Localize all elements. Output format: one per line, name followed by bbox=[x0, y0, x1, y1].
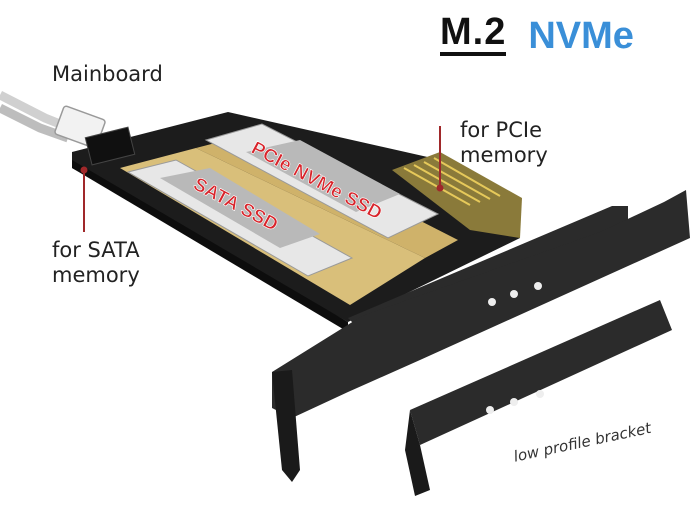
sata-label-line1: for SATA bbox=[52, 238, 140, 262]
callout-lines bbox=[80, 126, 444, 232]
pcie-memory-label: for PCIe memory bbox=[460, 118, 548, 168]
m2-heading: M.2 bbox=[440, 12, 507, 56]
pcie-label-line1: for PCIe bbox=[460, 118, 542, 142]
full-height-bracket bbox=[272, 190, 690, 482]
low-profile-bracket bbox=[405, 300, 672, 496]
product-title: M.2 NVMe bbox=[440, 6, 634, 56]
nvme-heading: NVMe bbox=[528, 15, 634, 57]
pcie-label-line2: memory bbox=[460, 143, 548, 167]
sata-label-line2: memory bbox=[52, 263, 140, 287]
mainboard-label: Mainboard bbox=[52, 62, 163, 86]
sata-memory-label: for SATA memory bbox=[52, 238, 140, 288]
